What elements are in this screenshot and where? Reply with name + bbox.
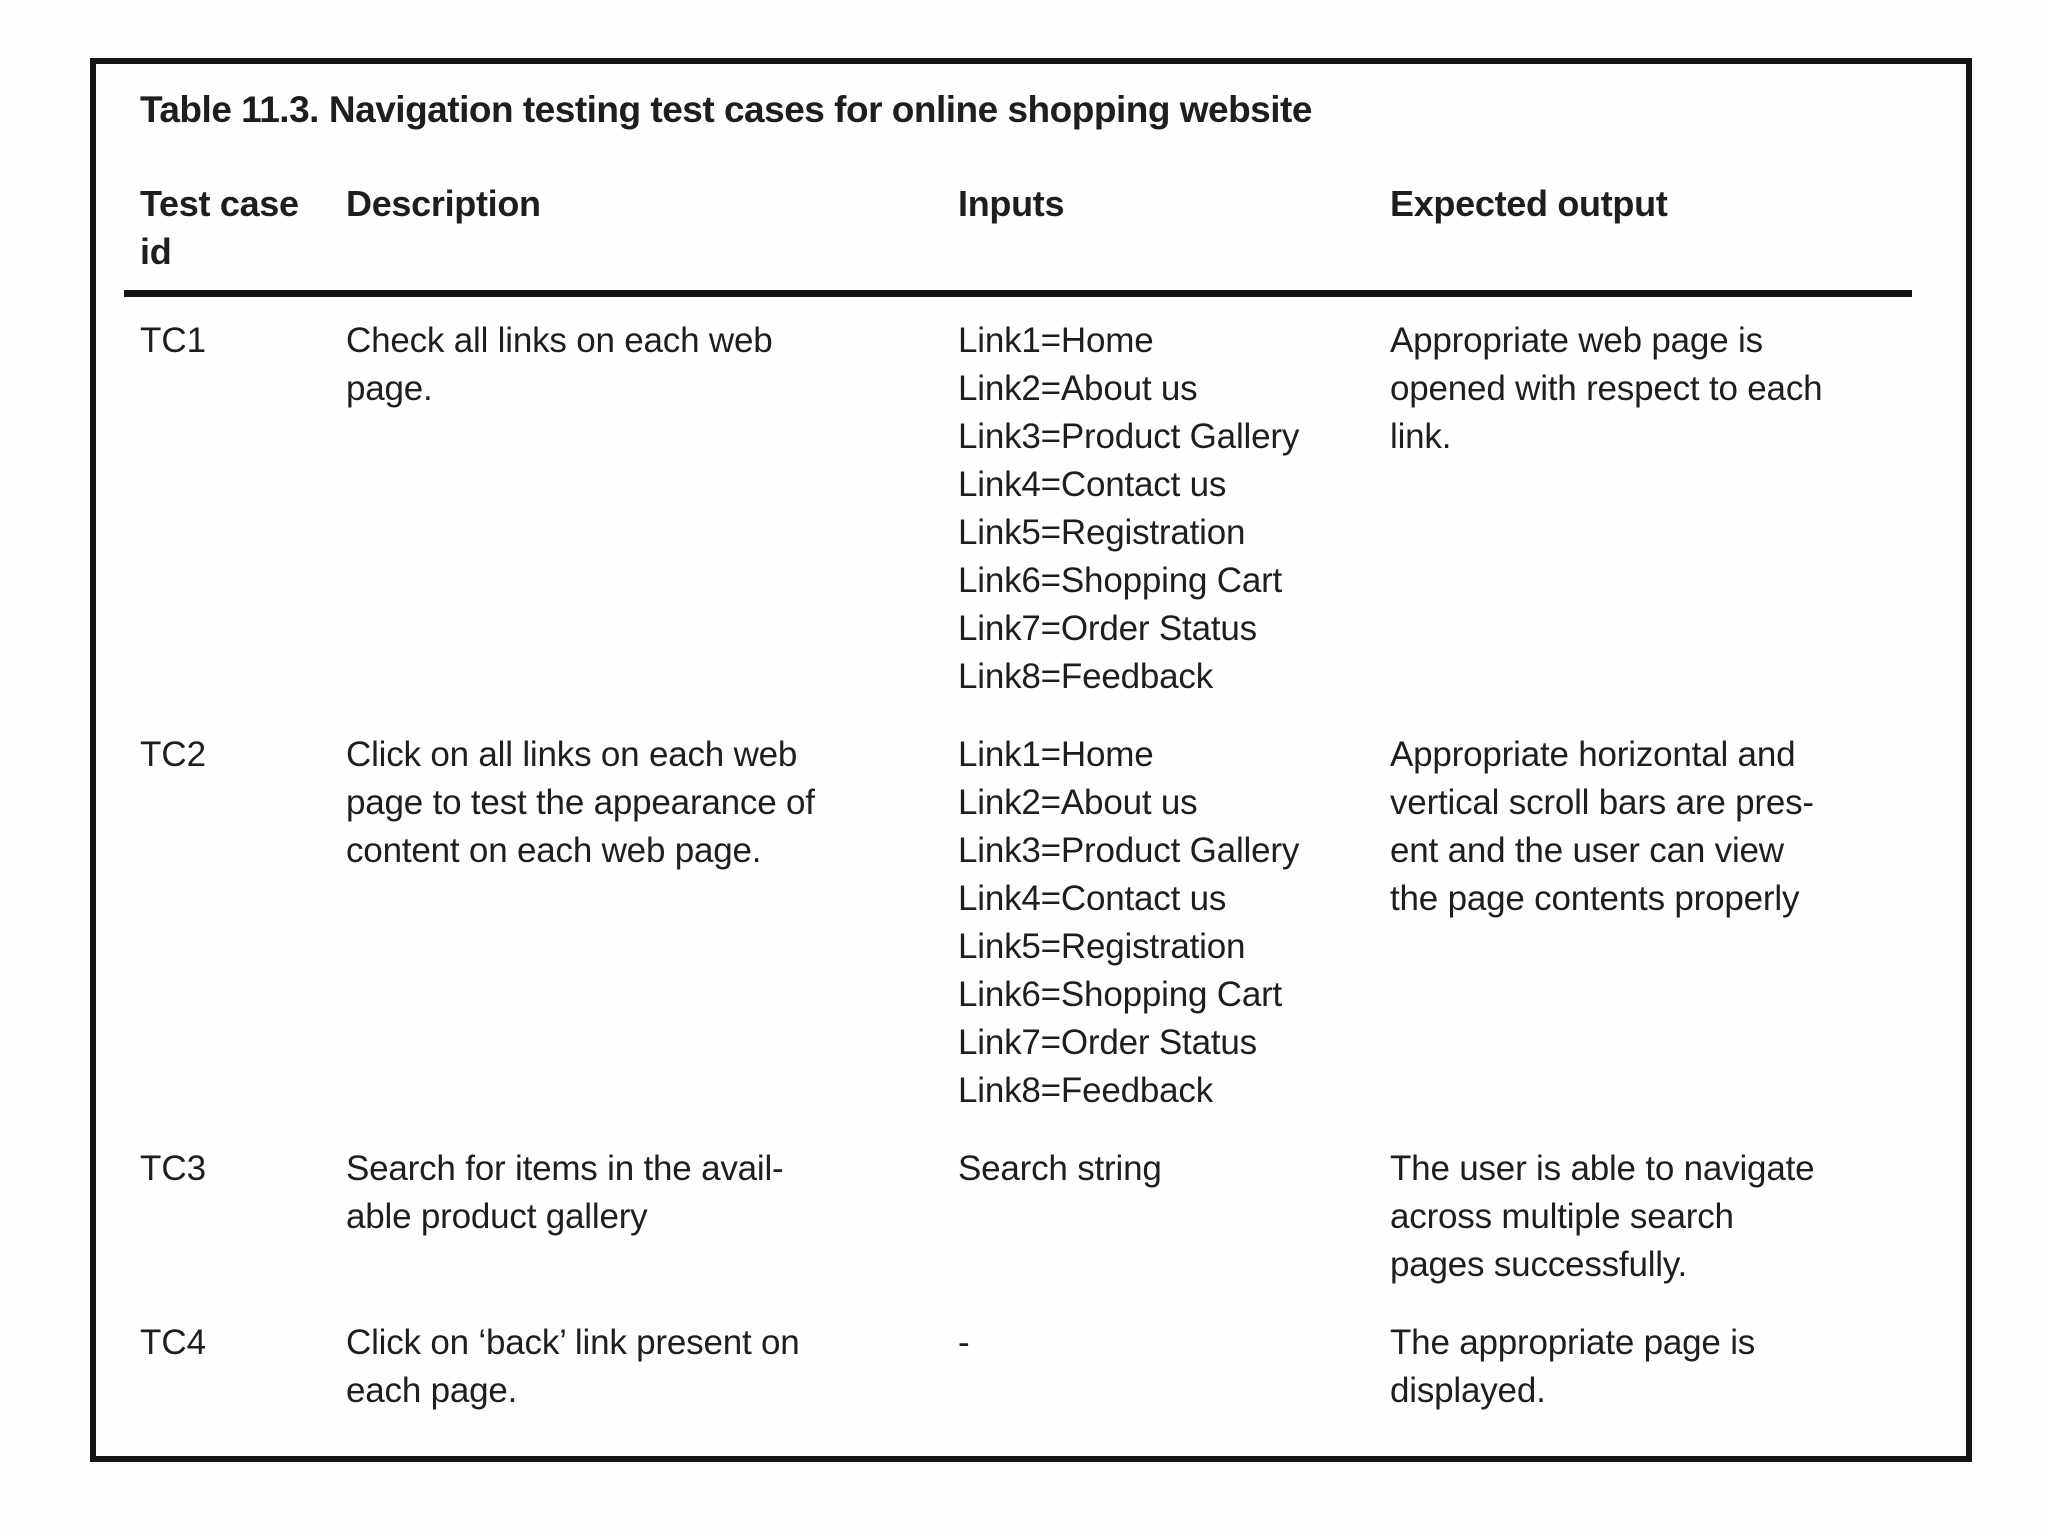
table-caption-text: Navigation testing test cases for online…	[328, 89, 1313, 130]
table-row: TC2 Click on all links on each web page …	[140, 731, 1926, 1115]
column-header-description: Description	[346, 183, 541, 224]
description-cell: Check all links on each web page.	[346, 321, 773, 408]
description-cell: Click on all links on each web page to t…	[346, 735, 815, 870]
table-body: TC1 Check all links on each web page. Li…	[140, 317, 1926, 1415]
table-header-row: Test case id Description Inputs Expected…	[140, 180, 1926, 276]
table-row: TC1 Check all links on each web page. Li…	[140, 317, 1926, 701]
test-cases-table: Table 11.3.Navigation testing test cases…	[90, 58, 1972, 1462]
inputs-cell: Link1=Home Link2=About us Link3=Product …	[958, 321, 1300, 696]
header-divider-rule	[124, 290, 1912, 297]
description-cell: Click on ‘back’ link present on each pag…	[346, 1323, 800, 1410]
expected-output-cell: The appropriate page is displayed.	[1390, 1323, 1756, 1410]
inputs-cell: Search string	[958, 1149, 1162, 1188]
table-row: TC4 Click on ‘back’ link present on each…	[140, 1319, 1926, 1415]
test-case-id-cell: TC2	[140, 735, 207, 774]
expected-output-cell: Appropriate horizontal and vertical scro…	[1390, 735, 1814, 918]
expected-output-cell: Appropriate web page is opened with resp…	[1390, 321, 1823, 456]
table-row: TC3 Search for items in the avail- able …	[140, 1145, 1926, 1289]
test-case-id-cell: TC4	[140, 1323, 207, 1362]
test-case-id-cell: TC3	[140, 1149, 207, 1188]
description-cell: Search for items in the avail- able prod…	[346, 1149, 784, 1236]
inputs-cell: Link1=Home Link2=About us Link3=Product …	[958, 735, 1300, 1110]
test-case-id-cell: TC1	[140, 321, 207, 360]
column-header-test-case-id: Test case id	[140, 183, 299, 272]
expected-output-cell: The user is able to navigate across mult…	[1390, 1149, 1815, 1284]
column-header-expected-output: Expected output	[1390, 183, 1668, 224]
table-caption: Table 11.3.Navigation testing test cases…	[140, 86, 1926, 134]
inputs-cell: -	[958, 1323, 970, 1362]
table-caption-label: Table 11.3.	[140, 89, 319, 130]
column-header-inputs: Inputs	[958, 183, 1065, 224]
